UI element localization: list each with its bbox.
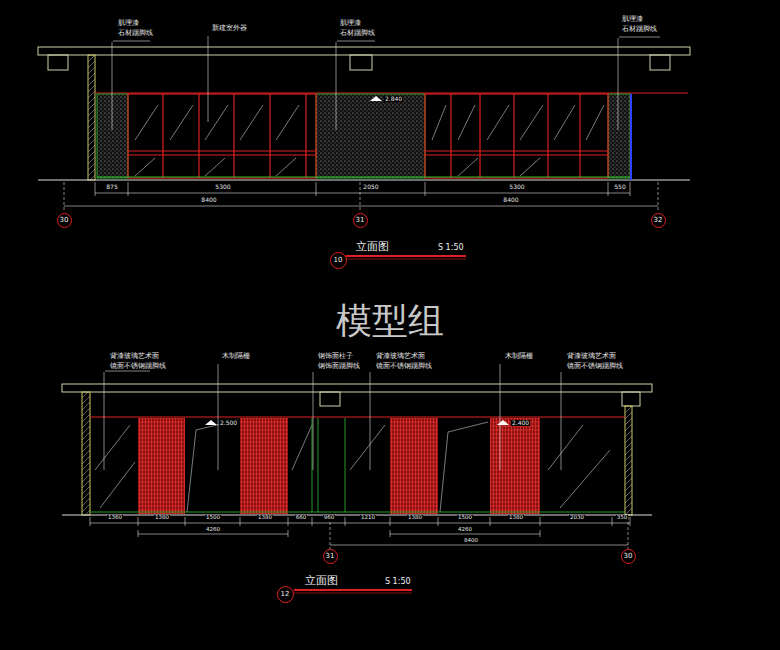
view-title: 立面图: [305, 575, 338, 586]
dimension: 350: [616, 515, 629, 521]
axis-circle: 12: [277, 586, 294, 603]
axis-number: 31: [326, 553, 335, 560]
dimension: 1380: [407, 515, 423, 521]
dimension: 5300: [508, 184, 525, 190]
dimension: 8400: [502, 197, 519, 203]
material-note: 钢饰面柱子: [318, 353, 353, 360]
material-note: 木制隔栅: [222, 353, 250, 360]
material-note: 肌理漆: [340, 20, 361, 27]
material-note: 石材踢脚线: [340, 30, 375, 37]
axis-number: 32: [654, 217, 663, 224]
dimension: 2050: [362, 184, 379, 190]
axis-number: 30: [624, 553, 633, 560]
dimension: 1380: [257, 515, 273, 521]
material-note: 钢饰面踢脚线: [318, 363, 360, 370]
axis-circle: 10: [330, 252, 347, 269]
dimension: 8400: [200, 197, 217, 203]
axis-number: 10: [334, 257, 343, 264]
material-note: 肌理漆: [622, 16, 643, 23]
dimension: 1210: [360, 515, 376, 521]
axis-number: 12: [281, 591, 290, 598]
dimension: 660: [295, 515, 308, 521]
level-mark: 2.400: [511, 420, 530, 426]
watermark: 模型组: [336, 303, 444, 339]
dimension: 960: [323, 515, 336, 521]
axis-number: 31: [356, 217, 365, 224]
level-mark: 2.840: [384, 96, 403, 102]
material-note: 背漆玻璃艺术面: [567, 353, 616, 360]
axis-circle: 32: [651, 213, 666, 228]
dimension: 4260: [457, 527, 473, 533]
material-note: 镜面不锈钢踢脚线: [567, 363, 623, 370]
dimension: 2030: [569, 515, 585, 521]
view-title: 立面图: [356, 241, 389, 252]
dimension: 4260: [205, 527, 221, 533]
dimension: 1500: [205, 515, 221, 521]
scale: S 1:50: [438, 244, 464, 252]
dimension: 1360: [107, 515, 123, 521]
material-note: 镜面不锈钢踢脚线: [376, 363, 432, 370]
dimension: 1380: [154, 515, 170, 521]
axis-circle: 31: [323, 549, 338, 564]
material-note: 背漆玻璃艺术面: [376, 353, 425, 360]
level-mark: 2.500: [219, 420, 238, 426]
dimension: 1500: [457, 515, 473, 521]
axis-number: 30: [60, 217, 69, 224]
material-note: 石材踢脚线: [622, 26, 657, 33]
dimension: 875: [105, 184, 118, 190]
dimension: 5300: [214, 184, 231, 190]
axis-circle: 30: [57, 213, 72, 228]
material-note: 木制隔栅: [505, 353, 533, 360]
axis-circle: 31: [353, 213, 368, 228]
material-note: 石材踢脚线: [118, 30, 153, 37]
material-note: 背漆玻璃艺术面: [110, 353, 159, 360]
scale: S 1:50: [385, 578, 411, 586]
axis-circle: 30: [621, 549, 636, 564]
dimension: 550: [613, 184, 626, 190]
material-note: 新建室外器: [212, 25, 247, 32]
dimension: 1380: [508, 515, 524, 521]
material-note: 镜面不锈钢踢脚线: [110, 363, 166, 370]
dimension: 8400: [463, 538, 479, 544]
material-note: 肌理漆: [118, 20, 139, 27]
